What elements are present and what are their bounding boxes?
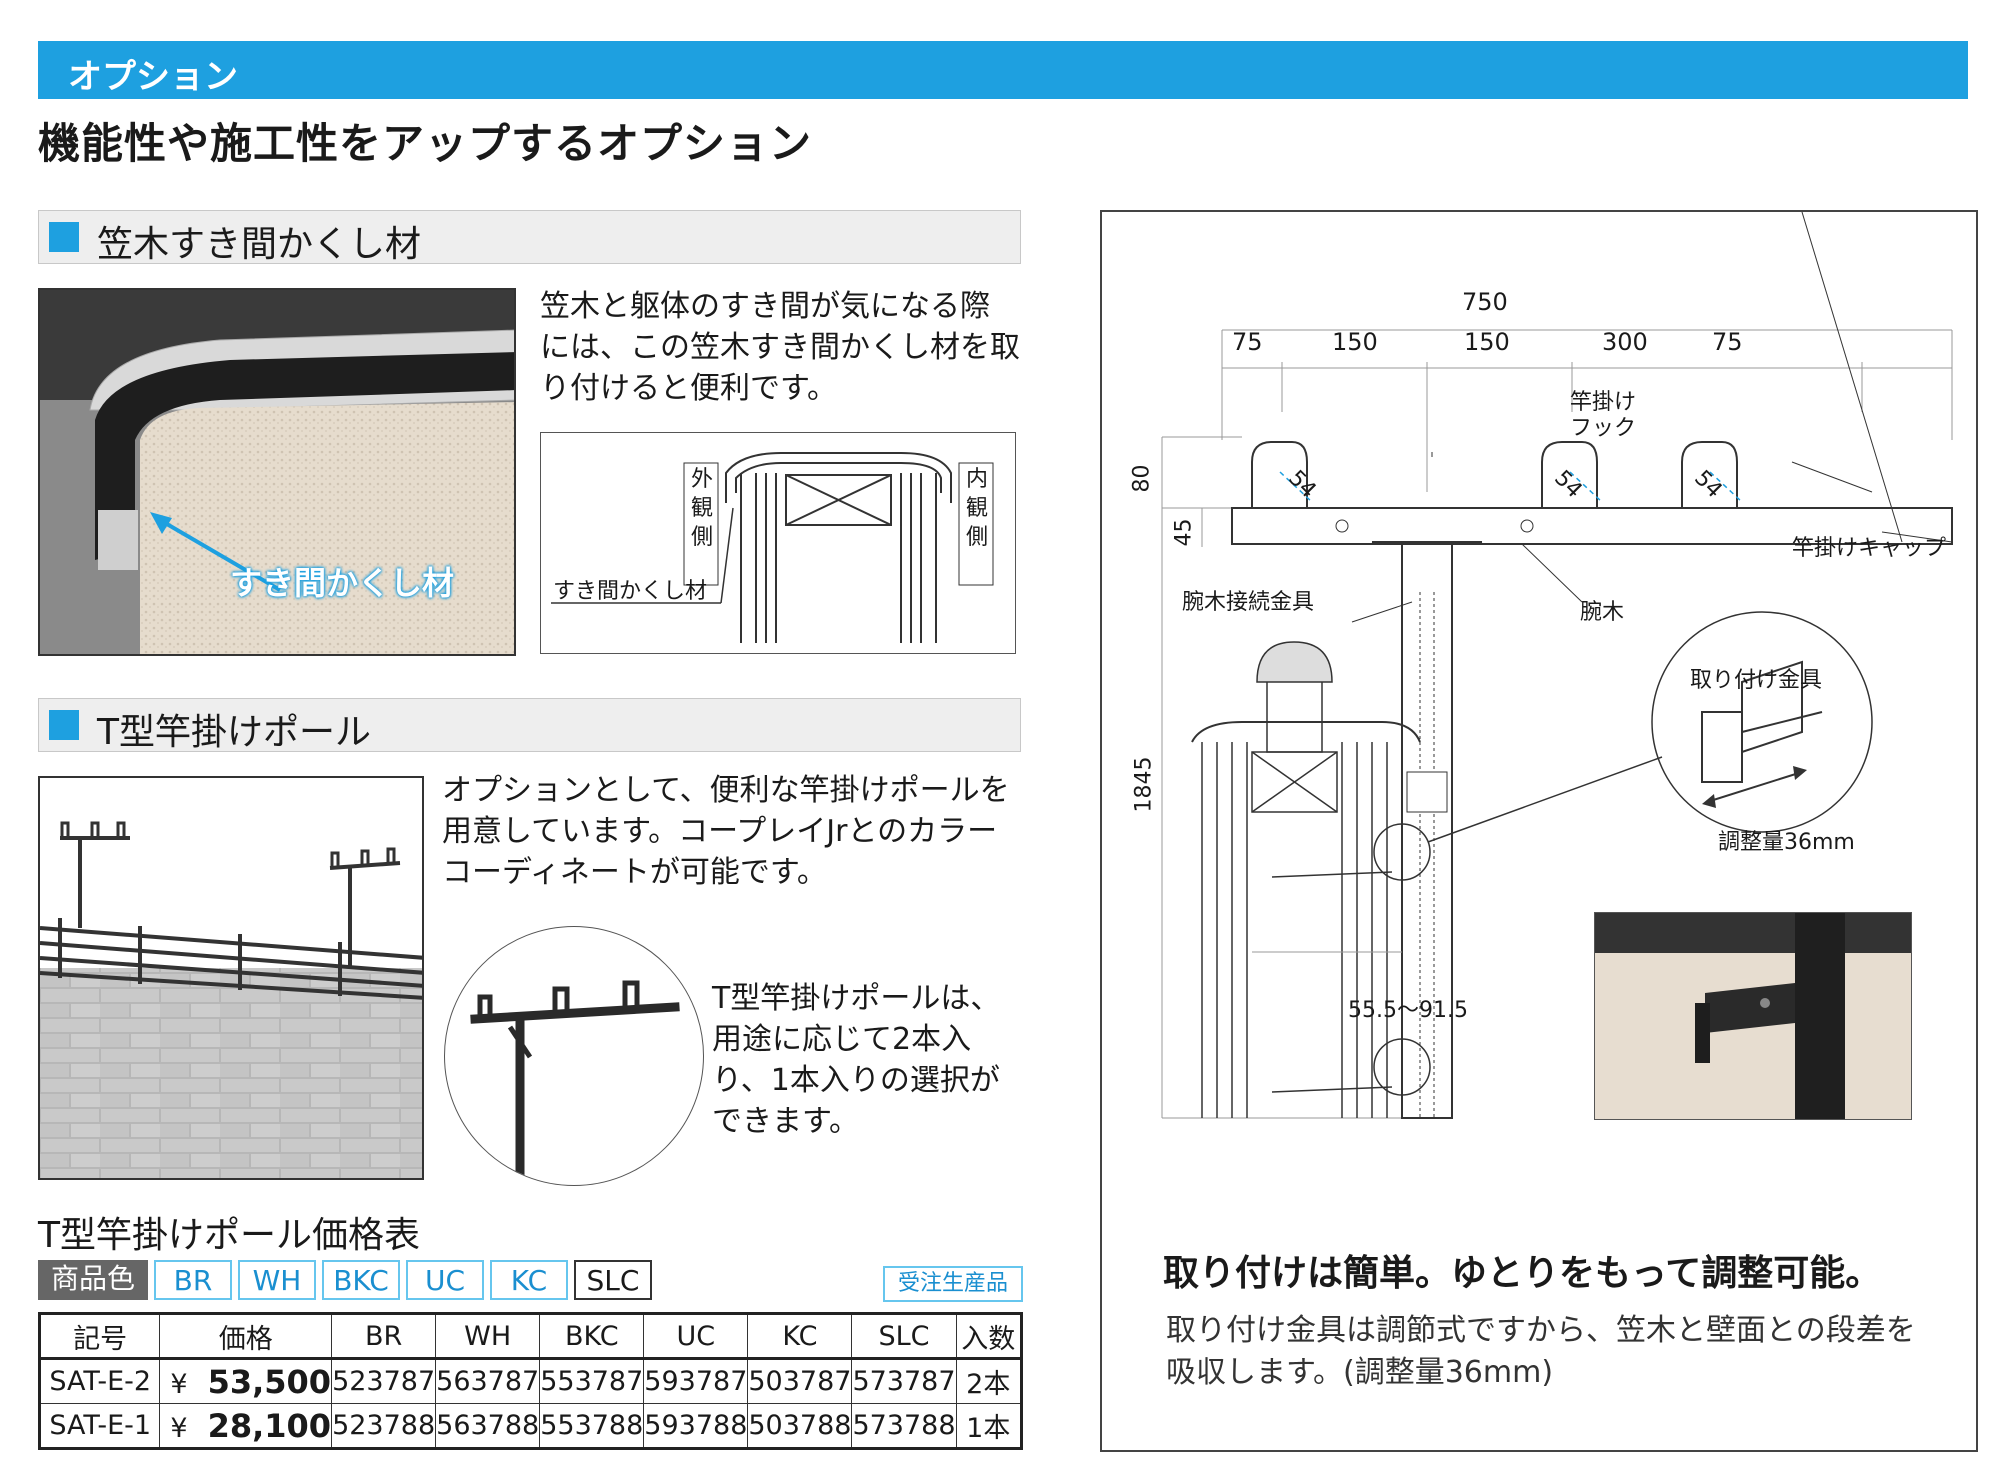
kasagi-description: 笠木と躯体のすき間が気になる際 には、この笠木すき間かくし材を取 り付けると便利… <box>540 289 1020 406</box>
dim-300: 300 <box>1602 328 1648 356</box>
dim-1845: 1845 <box>1131 756 1157 813</box>
label-cap: 竿掛けキャップ <box>1792 536 1947 561</box>
label-bracket: 取り付け金具 <box>1690 668 1823 693</box>
subhead-title: 笠木すき間かくし材 <box>97 224 422 265</box>
dim-45: 45 <box>1171 518 1197 547</box>
dim-80: 80 <box>1129 464 1155 493</box>
color-chip-br: BR <box>154 1260 232 1300</box>
dim-150b: 150 <box>1464 328 1510 356</box>
color-chip-bkc: BKC <box>322 1260 400 1300</box>
diagram-callout: すき間かくし材 <box>553 579 708 604</box>
dim-75a: 75 <box>1232 328 1263 356</box>
table-header-row: 記号 価格 BR WH BKC UC KC SLC 入数 <box>38 1313 1023 1359</box>
color-label: 商品色 <box>38 1260 148 1300</box>
price-table-title: T型竿掛けポール価格表 <box>38 1215 420 1256</box>
dimension-drawing <box>1161 211 1953 1119</box>
kasagi-photo: すき間かくし材 <box>38 288 516 656</box>
pole-description: オプションとして、便利な竿掛けポールを 用意しています。コープレイJrとのカラー… <box>442 773 1010 890</box>
color-chip-wh: WH <box>238 1260 316 1300</box>
dim-75b: 75 <box>1712 328 1743 356</box>
square-bullet-icon <box>49 710 79 740</box>
label-hook: 竿掛けフック <box>1570 390 1637 441</box>
label-adjust: 調整量36mm <box>1718 830 1855 855</box>
pole-closeup-circle <box>444 926 704 1186</box>
made-to-order-badge: 受注生産品 <box>883 1266 1023 1302</box>
table-row: SAT-E-2 ¥53,500 523787 563787 553787 593… <box>38 1358 1023 1404</box>
subhead-title: T型竿掛けポール <box>97 712 371 753</box>
page-headline: 機能性や施工性をアップするオプション <box>38 119 813 168</box>
dim-total: 750 <box>1462 288 1508 316</box>
dim-150a: 150 <box>1332 328 1378 356</box>
subhead-pole: T型竿掛けポール <box>38 698 1021 753</box>
balcony-photo <box>38 776 424 1180</box>
section-bar: オプション <box>38 41 1968 99</box>
price-table: 記号 価格 BR WH BKC UC KC SLC 入数 SAT-E-2 ¥53… <box>38 1312 1023 1450</box>
pole-note: T型竿掛けポールは、 用途に応じて2本入 り、1本入りの選択が できます。 <box>712 981 1001 1139</box>
dim-range: 55.5〜91.5 <box>1348 998 1468 1023</box>
section-bar-title: オプション <box>68 57 238 97</box>
bracket-photo <box>1594 912 1912 1120</box>
table-row: SAT-E-1 ¥28,100 523788 563788 553788 593… <box>38 1403 1023 1449</box>
color-chip-slc: SLC <box>574 1260 652 1300</box>
kasagi-cross-section-diagram: 外観側 内観側 すき間かくし材 <box>540 432 1016 654</box>
photo-callout-label: すき間かくし材 <box>230 564 455 602</box>
inside-label: 内観側 <box>966 467 989 550</box>
label-arm: 腕木 <box>1580 600 1625 625</box>
color-chip-uc: UC <box>406 1260 484 1300</box>
right-heading: 取り付けは簡単。ゆとりをもって調整可能。 <box>1163 1253 1882 1294</box>
square-bullet-icon <box>49 222 79 252</box>
outside-label: 外観側 <box>691 467 714 550</box>
subhead-kasagi: 笠木すき間かくし材 <box>38 210 1021 265</box>
technical-drawing-panel: 750 75 150 150 300 75 80 45 1845 54 54 5… <box>1100 210 1978 1452</box>
color-chip-kc: KC <box>490 1260 568 1300</box>
label-joint: 腕木接続金具 <box>1182 590 1315 615</box>
right-body: 取り付け金具は調節式ですから、笠木と壁面との段差を 吸収します。(調整量36mm… <box>1166 1313 1916 1390</box>
